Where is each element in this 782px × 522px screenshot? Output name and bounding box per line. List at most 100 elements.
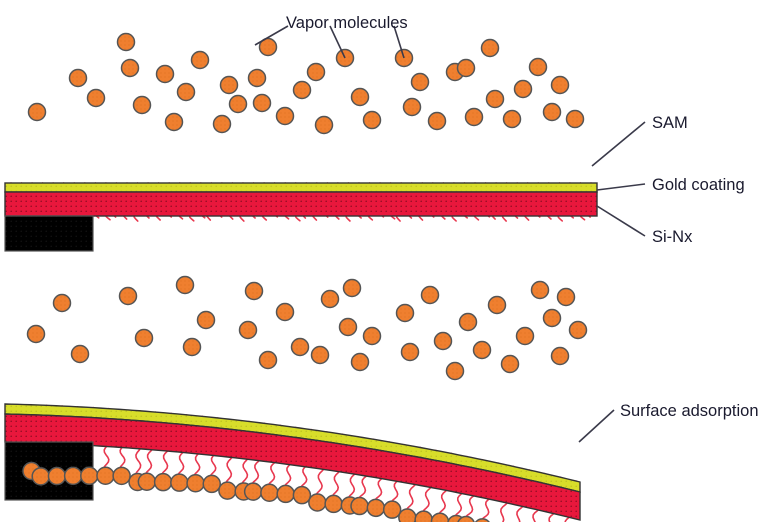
vapor-molecule (480, 38, 500, 58)
vapor-molecule (120, 58, 140, 78)
vapor-molecule (445, 361, 465, 381)
vapor-molecule (485, 89, 505, 109)
vapor-molecule (410, 72, 430, 92)
adsorbed-molecule (153, 472, 173, 492)
vapor-molecule (26, 324, 46, 344)
adsorbed-molecule (324, 494, 343, 514)
adsorbed-molecule-row (22, 461, 490, 522)
label-si-nx: Si-Nx (652, 228, 693, 246)
adsorbed-molecule (292, 485, 312, 505)
vapor-molecule (513, 79, 533, 99)
vapor-molecule (362, 326, 382, 346)
vapor-molecule (275, 302, 295, 322)
vapor-molecule (542, 308, 562, 328)
adsorbed-molecule (170, 473, 189, 492)
vapor-molecule (228, 94, 248, 114)
vapor-molecule (502, 109, 522, 129)
vapor-molecule (515, 326, 535, 346)
vapor-molecule (342, 278, 362, 298)
vapor-molecule (464, 107, 484, 127)
adsorbed-molecule (112, 466, 131, 486)
vapor-molecule (433, 331, 453, 351)
vapor-molecule (528, 57, 548, 77)
vapor-molecule (196, 310, 216, 330)
leader-line-surface-adsorption (578, 409, 615, 443)
vapor-molecule (70, 344, 90, 364)
vapor-molecule (306, 62, 326, 82)
vapor-molecule (542, 102, 562, 122)
vapor-molecule (427, 111, 447, 131)
vapor-molecule (456, 58, 476, 78)
vapor-molecule (487, 295, 507, 315)
label-gold-coating: Gold coating (652, 176, 745, 194)
adsorbed-molecule (457, 515, 475, 522)
adsorbed-molecule (308, 493, 327, 512)
vapor-molecule (320, 289, 340, 309)
top-panel-undeflected-cantilever (4, 32, 598, 252)
cantilever-stack-top (4, 182, 598, 252)
leader-line-vapor-molecules (393, 25, 405, 59)
vapor-molecule (420, 285, 440, 305)
vapor-molecule (175, 275, 195, 295)
vapor-molecule (132, 95, 152, 115)
vapor-molecule (86, 88, 106, 108)
adsorbed-molecule (414, 510, 433, 522)
adsorbed-molecule (202, 474, 221, 494)
leader-line-sam (591, 121, 646, 167)
vapor-molecule (338, 317, 358, 337)
vapor-molecule (290, 337, 310, 357)
adsorbed-molecule (137, 472, 157, 491)
adsorbed-molecule (31, 467, 50, 486)
adsorbed-molecule (366, 498, 386, 518)
bottom-panel-deflected-cantilever (4, 275, 588, 522)
adsorbed-molecule (243, 482, 263, 501)
vapor-molecule (118, 286, 138, 306)
vapor-molecule (458, 312, 478, 332)
label-sam: SAM (652, 114, 688, 132)
vapor-molecule (400, 342, 420, 362)
vapor-molecule (530, 280, 550, 300)
vapor-molecule (68, 68, 88, 88)
vapor-molecule (292, 80, 312, 100)
vapor-molecule (116, 32, 136, 52)
vapor-molecule (27, 102, 47, 122)
vapor-molecule (500, 354, 520, 374)
anchor-block-top (4, 215, 94, 252)
adsorbed-molecule (186, 473, 205, 493)
si-nx-layer-bottom (4, 413, 581, 521)
leader-lines (254, 25, 646, 443)
leader-line-vapor-molecules (254, 25, 289, 46)
vapor-molecule (350, 87, 370, 107)
vapor-molecule (568, 320, 588, 340)
vapor-molecule (275, 106, 295, 126)
adsorbed-molecule (63, 466, 83, 486)
vapor-molecule (164, 112, 184, 132)
vapor-molecule (212, 114, 232, 134)
vapor-molecule-cloud-top (27, 32, 585, 135)
adsorbed-molecule (276, 484, 295, 504)
vapor-molecule (155, 64, 175, 84)
adsorbed-molecule (382, 500, 402, 519)
leader-line-gold-coating (596, 183, 646, 191)
vapor-molecule (310, 345, 330, 365)
vapor-molecule (362, 110, 382, 130)
vapor-molecule (52, 293, 72, 313)
si-nx-layer-top (4, 191, 598, 217)
vapor-molecule (550, 75, 570, 95)
vapor-molecule (190, 50, 210, 70)
vapor-molecule-cloud-bottom (26, 275, 588, 381)
cantilever-stack-bottom (4, 403, 581, 521)
vapor-molecule (395, 303, 415, 323)
adsorbed-molecule (80, 466, 99, 486)
adsorbed-molecule (474, 518, 490, 522)
vapor-molecule (176, 82, 196, 102)
adsorbed-molecule (218, 481, 237, 500)
adsorbed-molecule (47, 466, 67, 486)
adsorbed-molecule (430, 512, 450, 522)
vapor-molecule (238, 320, 258, 340)
vapor-molecule (134, 328, 154, 348)
adsorbed-molecule (398, 508, 417, 522)
vapor-molecule (556, 287, 576, 307)
